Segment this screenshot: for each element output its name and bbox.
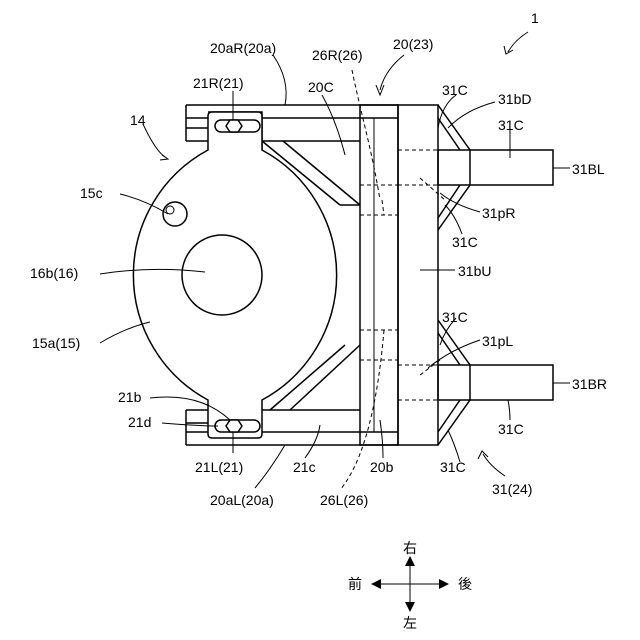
arrow-14 (160, 155, 168, 160)
top-rail-inner (262, 118, 360, 141)
label-31-24: 31(24) (492, 481, 532, 497)
bracket-hidden-lines (398, 150, 438, 400)
label-fig-1: 1 (531, 10, 539, 26)
compass-down-label: 左 (403, 616, 417, 632)
leader-31pR (440, 193, 480, 212)
leader-20aL (255, 445, 285, 488)
compass-left-arrow-icon (371, 579, 381, 589)
hidden-lines (360, 185, 398, 360)
label-20aR: 20aR(20a) (210, 40, 276, 56)
direction-compass: 右 左 前 後 (348, 541, 472, 632)
label-15a: 15a(15) (32, 335, 80, 351)
leader-14 (143, 124, 165, 157)
label-31C-c: 31C (452, 234, 478, 250)
arm-31BR (438, 365, 553, 400)
label-16b: 16b(16) (30, 265, 78, 281)
center-hole-16b (182, 235, 262, 315)
label-21R: 21R(21) (193, 75, 244, 91)
small-hole-15c (163, 202, 187, 226)
label-21b: 21b (118, 389, 142, 405)
label-31C-b: 31C (498, 117, 524, 133)
leader-31pL (428, 340, 480, 368)
label-31C-a: 31C (442, 82, 468, 98)
label-21L: 21L(21) (195, 459, 243, 475)
leader-20-23 (380, 55, 404, 90)
label-31pL: 31pL (482, 333, 513, 349)
label-31bU: 31bU (458, 263, 491, 279)
vertical-plate-20b (360, 105, 398, 445)
compass-up-arrow-icon (405, 556, 415, 566)
bolt-upper-icon (226, 120, 242, 132)
bolt-lower-icon (226, 420, 242, 432)
leader-20b (380, 420, 383, 458)
label-31C-f: 31C (440, 459, 466, 475)
label-31bD: 31bD (498, 91, 531, 107)
label-20C: 20C (308, 79, 334, 95)
arrow-31-24 (478, 451, 488, 459)
leader-31C-e (508, 400, 510, 420)
leader-31bD (448, 102, 495, 128)
leader-31-24 (483, 454, 505, 476)
leader-31C-f (448, 430, 460, 462)
label-20b: 20b (370, 459, 394, 475)
compass-right-label: 後 (458, 577, 472, 593)
label-15c: 15c (80, 185, 103, 201)
compass-left-label: 前 (348, 576, 362, 593)
label-31C-d: 31C (442, 309, 468, 325)
label-26L: 26L(26) (320, 492, 368, 508)
arm-31BL (438, 150, 553, 185)
label-21c: 21c (293, 459, 316, 475)
compass-up-label: 右 (403, 541, 417, 557)
label-31C-e: 31C (498, 421, 524, 437)
bracket-hidden-p (420, 178, 445, 375)
leader-20aR (273, 55, 286, 105)
label-31BL: 31BL (572, 161, 605, 177)
label-20-23: 20(23) (393, 36, 433, 52)
leader-20C (322, 95, 345, 155)
label-31BR: 31BR (572, 376, 607, 392)
label-26R: 26R(26) (312, 47, 363, 63)
label-20aL: 20aL(20a) (210, 492, 274, 508)
label-21d: 21d (128, 414, 151, 430)
compass-right-arrow-icon (439, 579, 449, 589)
lower-gusset-inner (438, 333, 460, 432)
compass-down-arrow-icon (405, 602, 415, 612)
leader-21c (305, 425, 320, 458)
plate-31bU (398, 105, 438, 445)
leader-fig1 (508, 32, 528, 52)
label-31pR: 31pR (482, 205, 515, 221)
label-14: 14 (130, 112, 146, 128)
